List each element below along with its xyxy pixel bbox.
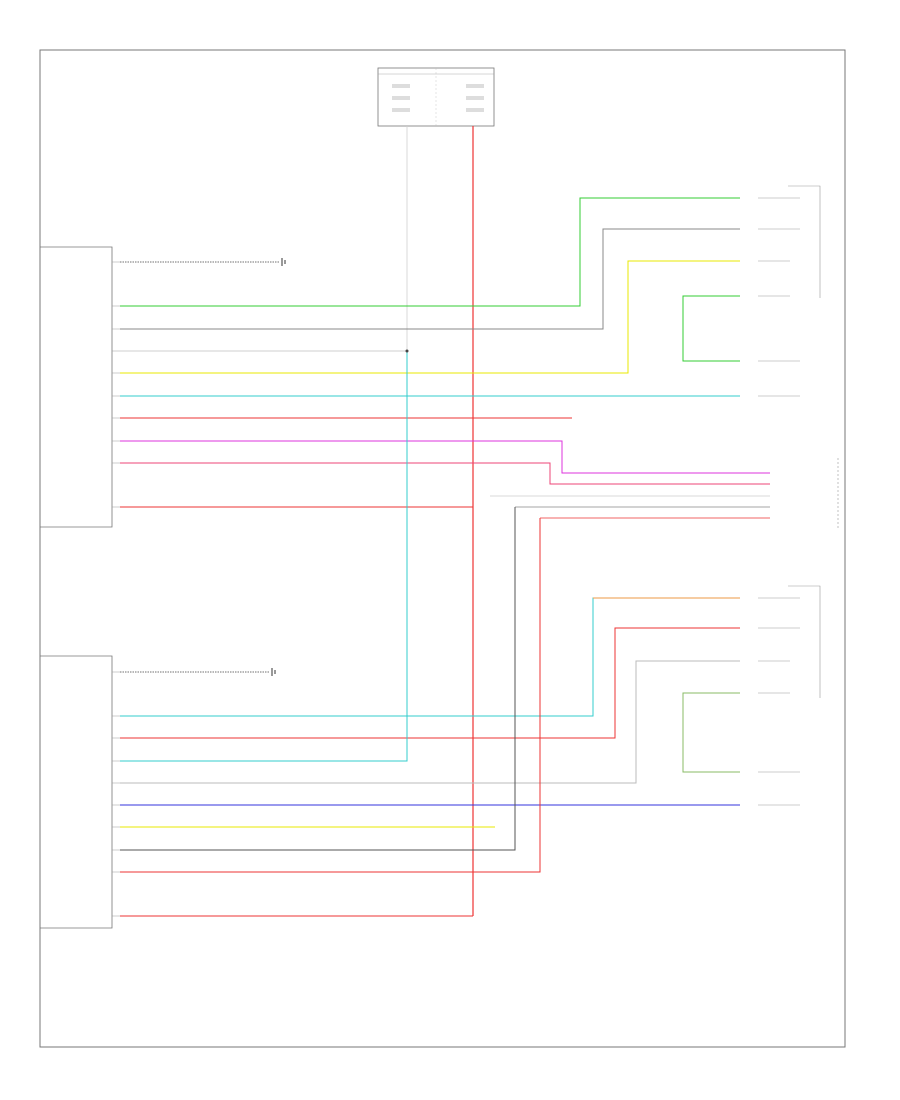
wire-red2 — [120, 518, 541, 873]
wire-sage-loop — [682, 692, 740, 773]
ground-wires — [120, 258, 286, 676]
wire-pink — [120, 462, 770, 485]
wire-magenta — [120, 440, 770, 474]
fuse-box — [377, 67, 495, 127]
wire-dkgray — [120, 507, 516, 851]
wire-cyan — [120, 597, 740, 717]
wire-green — [120, 197, 740, 307]
wire-red — [120, 627, 740, 739]
driver-switch-bracket — [758, 185, 821, 397]
passenger-module-outline — [40, 655, 113, 929]
splice-point — [405, 349, 409, 353]
connector-wires — [490, 495, 770, 519]
driver-pin-ticks — [112, 261, 120, 508]
passenger-seat-module — [40, 655, 113, 929]
wire-sage-loop — [682, 295, 740, 362]
driver-module-outline — [40, 246, 113, 528]
driver-wires — [120, 197, 770, 508]
ground-icon — [281, 258, 286, 266]
wire-white — [120, 350, 408, 762]
ground-icon — [271, 668, 276, 676]
wire-yellow — [120, 260, 740, 374]
driver-seat-module — [40, 246, 113, 528]
passenger-switch-bracket — [758, 585, 821, 806]
passenger-wires — [120, 350, 740, 917]
wire-gray — [120, 228, 740, 330]
diagram-frame — [39, 49, 846, 1048]
wire-ltgray — [120, 660, 740, 784]
passenger-pin-ticks — [112, 671, 120, 917]
